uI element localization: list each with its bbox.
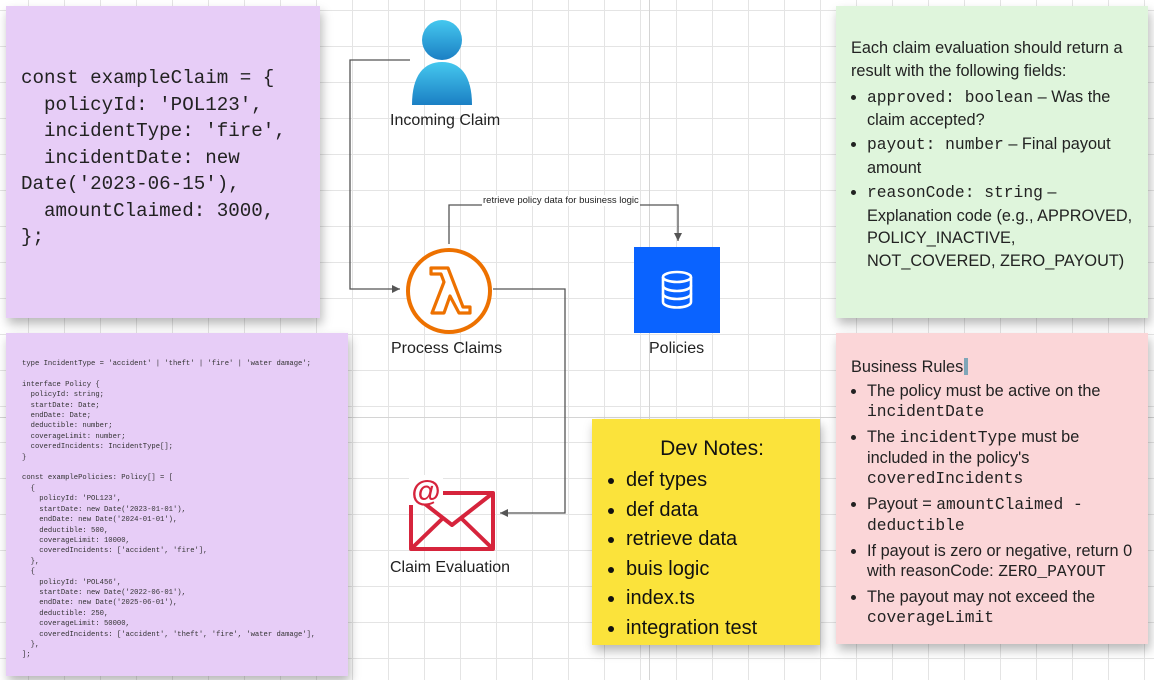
- result-field-item: approved: boolean – Was the claim accept…: [867, 86, 1134, 133]
- policy-types-note[interactable]: type IncidentType = 'accident' | 'theft'…: [6, 333, 348, 676]
- business-rule-item: The incidentType must be included in the…: [867, 427, 1136, 489]
- business-rules-title: Business Rules: [851, 358, 964, 376]
- business-rules-list: The policy must be active on the inciden…: [851, 381, 1136, 628]
- edge-process-to-policies[interactable]: [448, 204, 682, 244]
- dev-note-item: def types: [626, 466, 808, 496]
- process-claims-label: Process Claims: [391, 340, 503, 357]
- dev-notes-note[interactable]: Dev Notes: def types def data retrieve d…: [592, 419, 820, 645]
- canvas-divider: [649, 0, 650, 680]
- business-rule-item: Payout = amountClaimed - deductible: [867, 494, 1136, 536]
- dev-notes-list: def types def data retrieve data buis lo…: [606, 466, 808, 643]
- database-icon[interactable]: [634, 247, 720, 333]
- dev-notes-title: Dev Notes:: [660, 437, 764, 460]
- edge-label-retrieve-policy: retrieve policy data for business logic: [482, 195, 640, 206]
- example-claim-note[interactable]: const exampleClaim = { policyId: 'POL123…: [6, 6, 320, 318]
- result-field-item: reasonCode: string – Explanation code (e…: [867, 181, 1134, 273]
- edge-process-to-evaluation[interactable]: [493, 288, 566, 517]
- email-icon[interactable]: @: [406, 475, 498, 555]
- dev-note-item: index.ts: [626, 584, 808, 614]
- result-fields-intro: Each claim evaluation should return a re…: [851, 39, 1123, 80]
- business-rule-item: If payout is zero or negative, return 0 …: [867, 541, 1136, 582]
- database-cylinder-icon: [661, 270, 693, 309]
- lambda-icon[interactable]: [404, 246, 494, 336]
- dev-note-item: retrieve data: [626, 525, 808, 555]
- svg-text:@: @: [411, 475, 440, 508]
- text-cursor: [964, 358, 969, 375]
- business-rule-item: The policy must be active on the inciden…: [867, 381, 1136, 422]
- claim-evaluation-label: Claim Evaluation: [390, 559, 511, 576]
- incoming-claim-label: Incoming Claim: [390, 112, 501, 129]
- dev-note-item: def data: [626, 496, 808, 526]
- result-fields-note[interactable]: Each claim evaluation should return a re…: [836, 6, 1148, 318]
- example-claim-code: const exampleClaim = { policyId: 'POL123…: [21, 67, 286, 248]
- user-icon[interactable]: [409, 15, 475, 107]
- dev-note-item: integration test: [626, 614, 808, 644]
- canvas-divider: [0, 417, 1154, 418]
- dev-note-item: buis logic: [626, 555, 808, 585]
- edge-incoming-to-process[interactable]: [349, 59, 410, 293]
- result-fields-list: approved: boolean – Was the claim accept…: [851, 86, 1134, 273]
- policies-label: Policies: [649, 340, 705, 357]
- business-rule-item: The payout may not exceed the coverageLi…: [867, 587, 1136, 628]
- business-rules-note[interactable]: Business Rules The policy must be active…: [836, 333, 1148, 644]
- policy-types-code: type IncidentType = 'accident' | 'theft'…: [22, 360, 316, 660]
- result-field-item: payout: number – Final payout amount: [867, 133, 1134, 180]
